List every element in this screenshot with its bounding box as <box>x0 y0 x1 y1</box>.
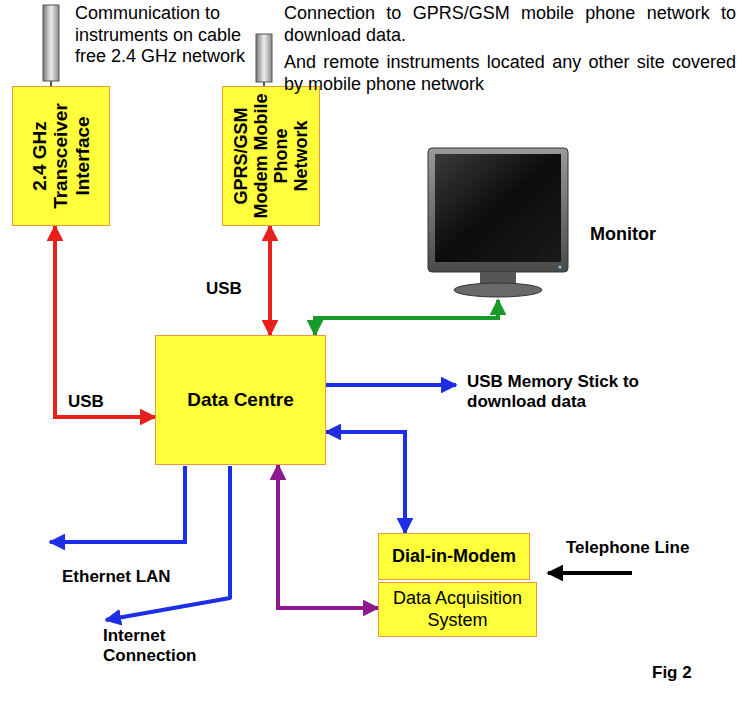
target-label: Telephone Line <box>566 538 716 558</box>
telephone-arrow <box>548 571 632 575</box>
connector-arrow <box>268 226 272 335</box>
transceiver-box: 2.4 GHz Transceiver Interface <box>12 86 110 226</box>
antenna <box>43 5 59 86</box>
annotation-note: Communication to instruments on cable fr… <box>75 3 255 68</box>
node-label: GPRS/GSM Modem Mobile Phone Network <box>231 91 312 221</box>
node-label: 2.4 GHz Transceiver Interface <box>29 91 93 221</box>
connector-arrow <box>278 465 378 608</box>
target-label: USB Memory Stick to download data <box>467 372 667 413</box>
modem-box: GPRS/GSM Modem Mobile Phone Network <box>222 86 320 226</box>
monitor-illustration <box>420 140 580 300</box>
annotation-note: Connection to GPRS/GSM mobile phone netw… <box>284 3 736 46</box>
node-label: Data Centre <box>181 389 300 412</box>
monitor-node: Monitor <box>420 140 690 300</box>
node-label: Data Acquisition System <box>379 588 536 631</box>
memory-stick-arrow <box>326 383 456 387</box>
figure-number: Fig 2 <box>652 663 722 683</box>
data-centre-box: Data Centre <box>155 335 326 465</box>
annotation-note: And remote instruments located any other… <box>284 52 736 95</box>
edge-label: USB <box>66 392 106 412</box>
node-label: Monitor <box>590 224 656 245</box>
ethernet-arrow <box>50 466 185 542</box>
target-label: Internet Connection <box>103 626 213 667</box>
data-acquisition-box: Data Acquisition System <box>378 582 537 637</box>
connector-arrow <box>326 432 405 533</box>
edge-label: USB <box>204 279 244 299</box>
dial-in-modem-box: Dial-in-Modem <box>378 533 530 580</box>
target-label: Ethernet LAN <box>62 567 202 587</box>
connector-arrow <box>315 300 498 335</box>
connector-arrow <box>55 226 155 417</box>
internet-arrow <box>106 466 230 620</box>
antenna <box>256 34 272 86</box>
node-label: Dial-in-Modem <box>386 546 522 568</box>
